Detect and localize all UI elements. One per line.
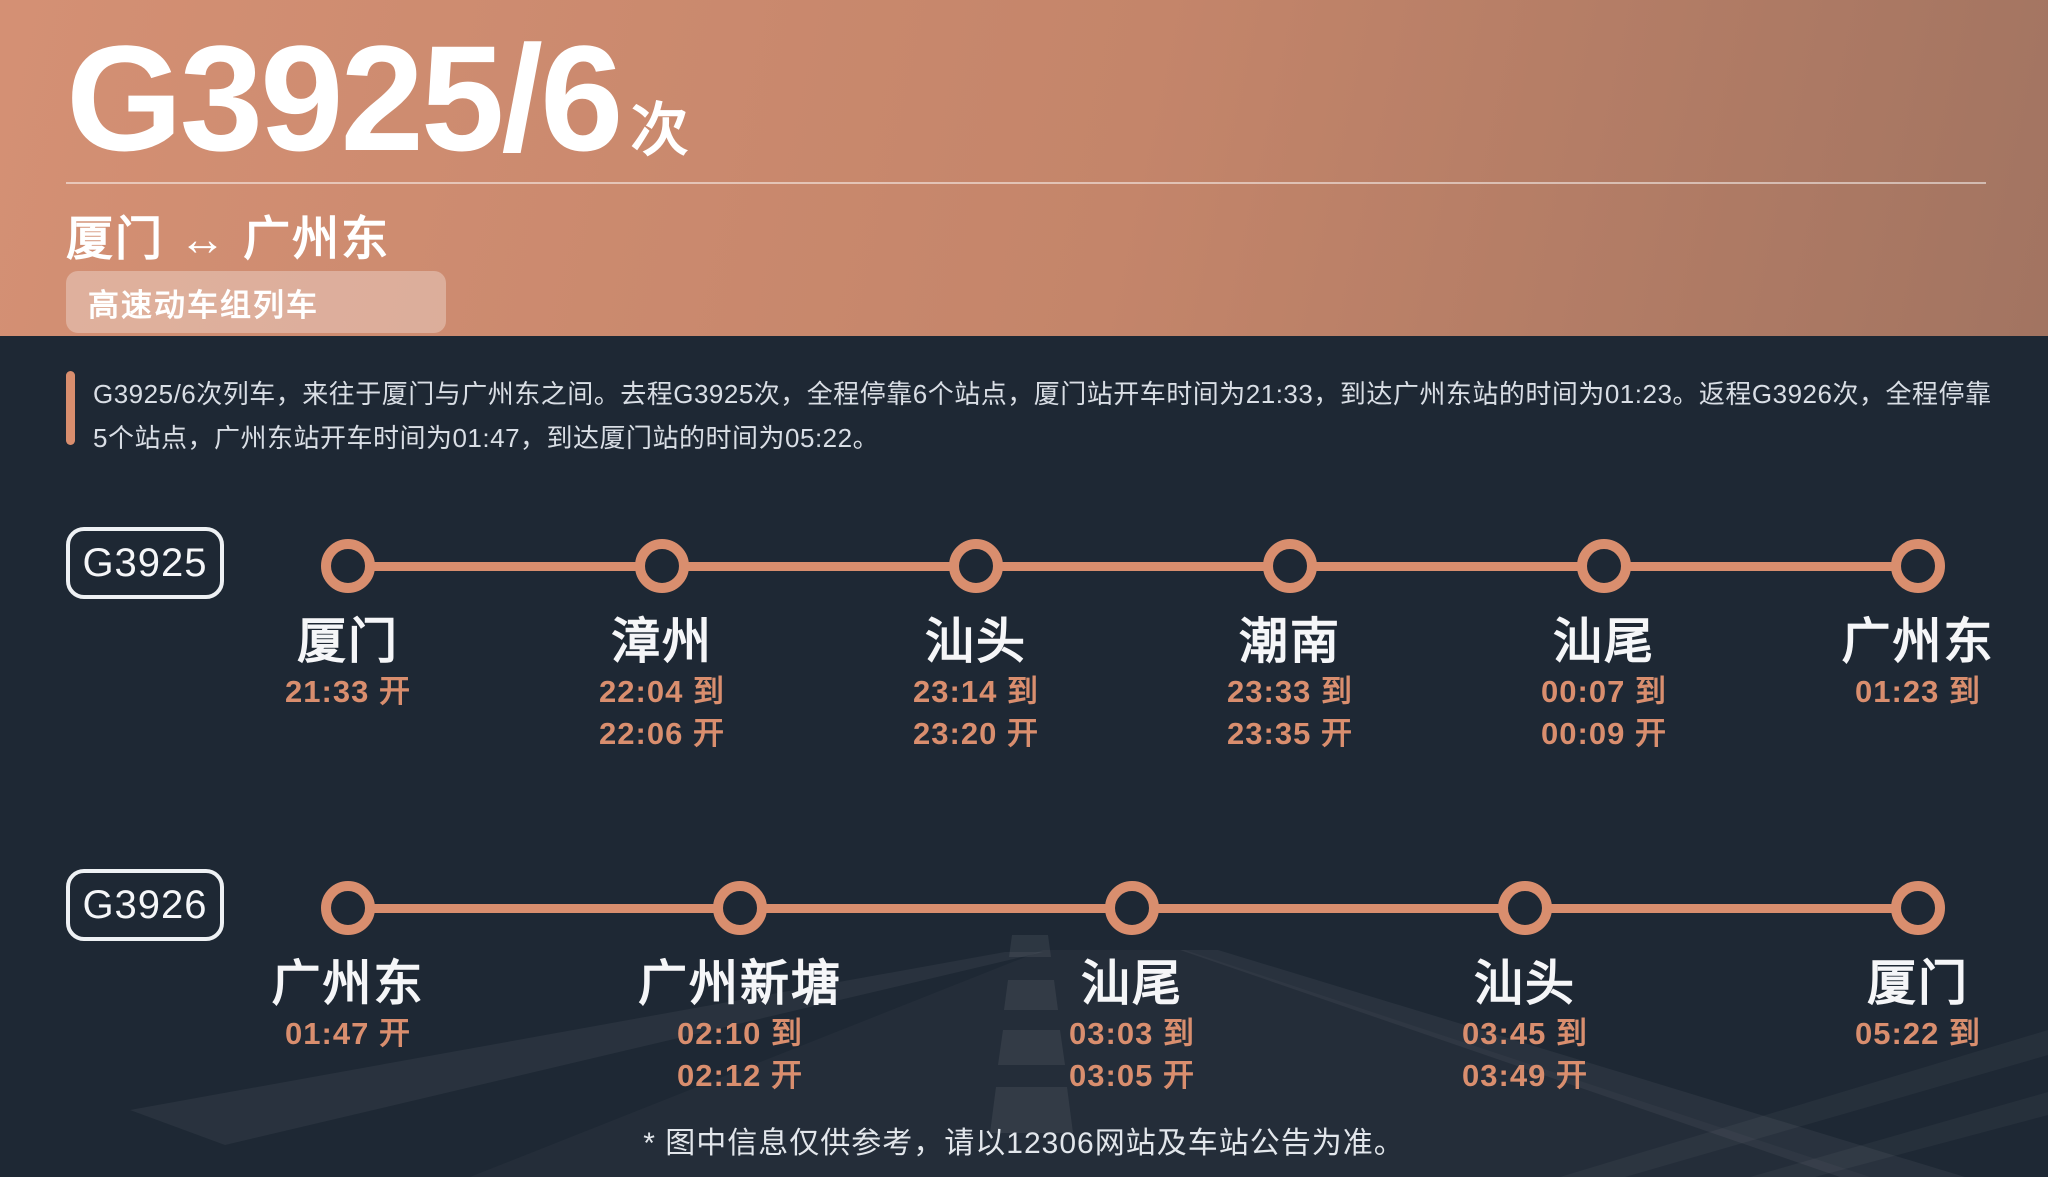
station-node: 汕头 23:14 到 23:20 开 bbox=[806, 539, 1146, 755]
station-dot-icon bbox=[321, 539, 375, 593]
station-name: 汕尾 bbox=[1552, 615, 1655, 669]
station-time: 22:06 开 bbox=[599, 716, 725, 751]
station-time: 23:20 开 bbox=[913, 716, 1039, 751]
station-time: 22:04 到 bbox=[599, 674, 725, 709]
timeline-line bbox=[348, 562, 1918, 571]
station-dot-icon bbox=[1577, 539, 1631, 593]
station-name: 漳州 bbox=[610, 615, 713, 669]
route-title: 厦门 ↔ 广州东 bbox=[66, 212, 391, 265]
station-name: 厦门 bbox=[296, 615, 399, 669]
station-node: 漳州 22:04 到 22:06 开 bbox=[492, 539, 832, 755]
description-text: G3925/6次列车，来往于厦门与广州东之间。去程G3925次，全程停靠6个站点… bbox=[93, 379, 1992, 453]
station-time: 01:47 开 bbox=[285, 1016, 411, 1051]
station-time: 01:23 到 bbox=[1855, 674, 1981, 709]
station-dot-icon bbox=[635, 539, 689, 593]
station-node: 汕头 03:45 到 03:49 开 bbox=[1355, 881, 1695, 1097]
station-node: 广州东 01:23 到 bbox=[1748, 539, 2048, 713]
station-node: 厦门 21:33 开 bbox=[178, 539, 518, 713]
station-time: 02:10 到 bbox=[677, 1016, 803, 1051]
station-node: 厦门 05:22 到 bbox=[1748, 881, 2048, 1055]
station-time: 02:12 开 bbox=[677, 1058, 803, 1093]
station-time: 00:07 到 bbox=[1541, 674, 1667, 709]
station-node: 汕尾 00:07 到 00:09 开 bbox=[1434, 539, 1774, 755]
station-dot-icon bbox=[713, 881, 767, 935]
road-background-graphic bbox=[130, 935, 2048, 1177]
station-time: 21:33 开 bbox=[285, 674, 411, 709]
station-time: 03:49 开 bbox=[1462, 1058, 1588, 1093]
train-type-badge: 高速动车组列车 bbox=[66, 271, 446, 333]
station-name: 潮南 bbox=[1238, 615, 1341, 669]
station-name: 汕头 bbox=[1473, 957, 1576, 1011]
station-time: 03:03 到 bbox=[1069, 1016, 1195, 1051]
train-number: G3925/6 bbox=[66, 14, 623, 182]
station-name: 厦门 bbox=[1866, 957, 1969, 1011]
station-dot-icon bbox=[321, 881, 375, 935]
station-dot-icon bbox=[1891, 881, 1945, 935]
station-time: 00:09 开 bbox=[1541, 716, 1667, 751]
train-number-suffix: 次 bbox=[630, 98, 689, 163]
station-dot-icon bbox=[1498, 881, 1552, 935]
station-node: 广州新塘 02:10 到 02:12 开 bbox=[570, 881, 910, 1097]
station-name: 广州新塘 bbox=[637, 957, 842, 1011]
station-name: 广州东 bbox=[1841, 615, 1995, 669]
station-node: 潮南 23:33 到 23:35 开 bbox=[1120, 539, 1460, 755]
station-time: 05:22 到 bbox=[1855, 1016, 1981, 1051]
station-time: 23:33 到 bbox=[1227, 674, 1353, 709]
station-dot-icon bbox=[1105, 881, 1159, 935]
description-accent-bar bbox=[66, 371, 75, 445]
header-divider bbox=[66, 182, 1986, 184]
station-dot-icon bbox=[1891, 539, 1945, 593]
station-node: 广州东 01:47 开 bbox=[178, 881, 518, 1055]
station-dot-icon bbox=[1263, 539, 1317, 593]
station-time: 03:45 到 bbox=[1462, 1016, 1588, 1051]
train-code-badge: G3926 bbox=[66, 869, 224, 941]
footer-note: * 图中信息仅供参考，请以12306网站及车站公告为准。 bbox=[643, 1127, 1405, 1160]
train-code-badge: G3925 bbox=[66, 527, 224, 599]
station-name: 汕尾 bbox=[1080, 957, 1183, 1011]
station-time: 03:05 开 bbox=[1069, 1058, 1195, 1093]
station-name: 汕头 bbox=[924, 615, 1027, 669]
station-node: 汕尾 03:03 到 03:05 开 bbox=[962, 881, 1302, 1097]
station-time: 23:35 开 bbox=[1227, 716, 1353, 751]
station-dot-icon bbox=[949, 539, 1003, 593]
station-time: 23:14 到 bbox=[913, 674, 1039, 709]
station-name: 广州东 bbox=[271, 957, 425, 1011]
